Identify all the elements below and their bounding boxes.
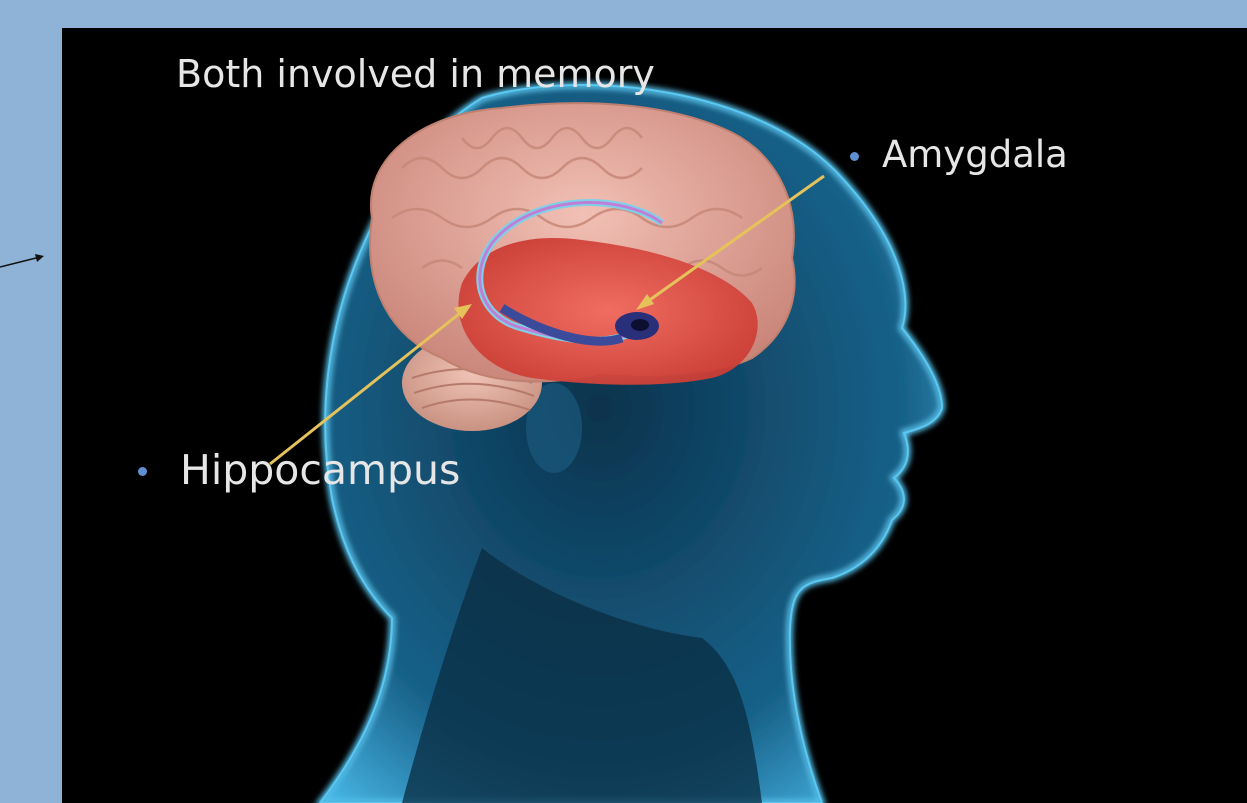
label-hippocampus: Hippocampus — [138, 446, 460, 494]
stray-arrow-icon — [0, 240, 50, 270]
slide-title: Both involved in memory — [176, 52, 655, 96]
label-amygdala: Amygdala — [850, 133, 1068, 176]
slide: Both involved in memory Amygdala Hippoca… — [62, 28, 1247, 803]
head-brain-illustration — [62, 28, 1247, 803]
label-hippocampus-text: Hippocampus — [138, 446, 460, 494]
label-amygdala-text: Amygdala — [850, 133, 1068, 176]
